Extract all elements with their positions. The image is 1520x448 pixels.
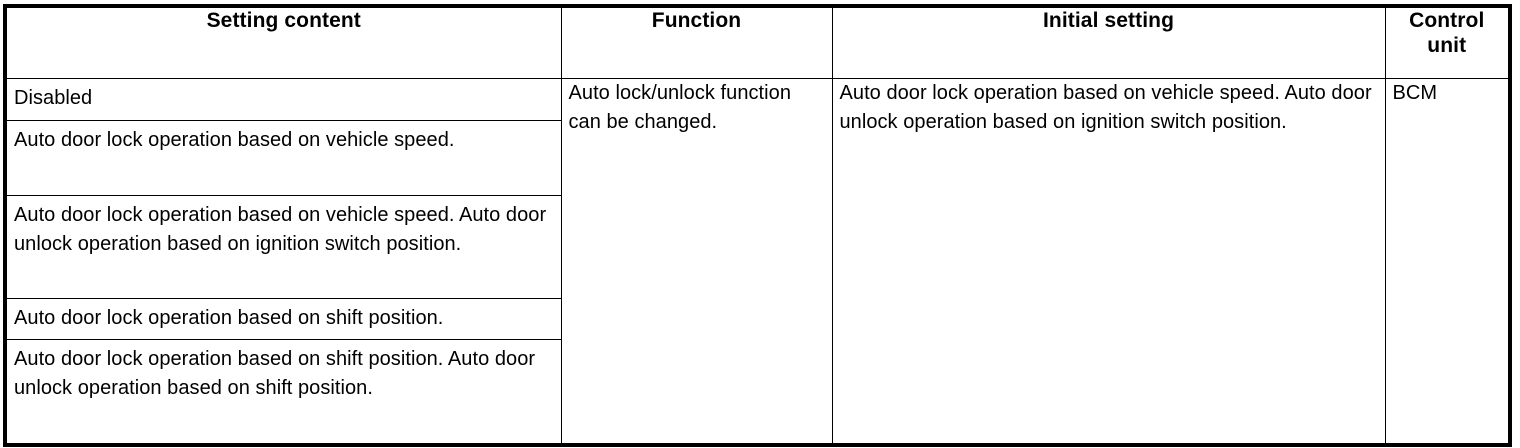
cell-setting-content-2-text: Auto door lock operation based on vehicl… bbox=[14, 129, 455, 151]
cell-setting-content-2: Auto door lock operation based on vehicl… bbox=[4, 120, 562, 196]
column-header-control-unit-label-line2: unit bbox=[1427, 34, 1467, 57]
cell-control-unit-text: BCM bbox=[1392, 82, 1438, 104]
cell-setting-content-4-text: Auto door lock operation based on shift … bbox=[14, 307, 444, 329]
column-header-control-unit-label-line1: Control bbox=[1409, 9, 1485, 32]
column-header-initial-setting: Initial setting bbox=[831, 5, 1386, 79]
table-row: Auto door lock operation based on vehicl… bbox=[4, 120, 1510, 196]
table-header: Setting content Function Initial setting… bbox=[4, 5, 1511, 79]
cell-control-unit: BCM bbox=[1384, 78, 1511, 446]
column-header-function: Function bbox=[560, 5, 833, 79]
cell-setting-content-1-text: Disabled bbox=[14, 87, 93, 109]
table-row: Auto door lock operation based on shift … bbox=[4, 298, 1510, 340]
cell-setting-content-3-text: Auto door lock operation based on vehicl… bbox=[14, 204, 547, 255]
table-row: Disabled Auto lock/unlock function can b… bbox=[4, 78, 1511, 446]
cell-initial-setting-text: Auto door lock operation based on vehicl… bbox=[839, 82, 1372, 133]
setting-content-table: Setting content Function Initial setting… bbox=[3, 4, 1512, 447]
column-header-control-unit: Control unit bbox=[1384, 5, 1511, 79]
table-body: Disabled Auto lock/unlock function can b… bbox=[4, 78, 1511, 446]
cell-setting-content-5: Auto door lock operation based on shift … bbox=[4, 339, 562, 446]
cell-setting-content-4: Auto door lock operation based on shift … bbox=[4, 298, 562, 340]
header-row: Setting content Function Initial setting… bbox=[4, 5, 1511, 79]
cell-setting-content-3: Auto door lock operation based on vehicl… bbox=[4, 195, 562, 299]
column-header-initial-setting-label: Initial setting bbox=[1042, 9, 1174, 32]
table-row: Auto door lock operation based on vehicl… bbox=[4, 195, 1510, 299]
cell-function: Auto lock/unlock function can be changed… bbox=[560, 78, 833, 446]
cell-function-text: Auto lock/unlock function can be changed… bbox=[568, 82, 791, 133]
column-header-setting-content-label: Setting content bbox=[206, 9, 361, 32]
cell-initial-setting: Auto door lock operation based on vehicl… bbox=[831, 78, 1386, 446]
column-header-setting-content: Setting content bbox=[4, 5, 562, 79]
cell-setting-content-1: Disabled bbox=[4, 78, 562, 121]
table-row: Auto door lock operation based on shift … bbox=[4, 339, 1510, 446]
column-header-function-label: Function bbox=[651, 9, 742, 32]
cell-setting-content-5-text: Auto door lock operation based on shift … bbox=[14, 348, 536, 399]
